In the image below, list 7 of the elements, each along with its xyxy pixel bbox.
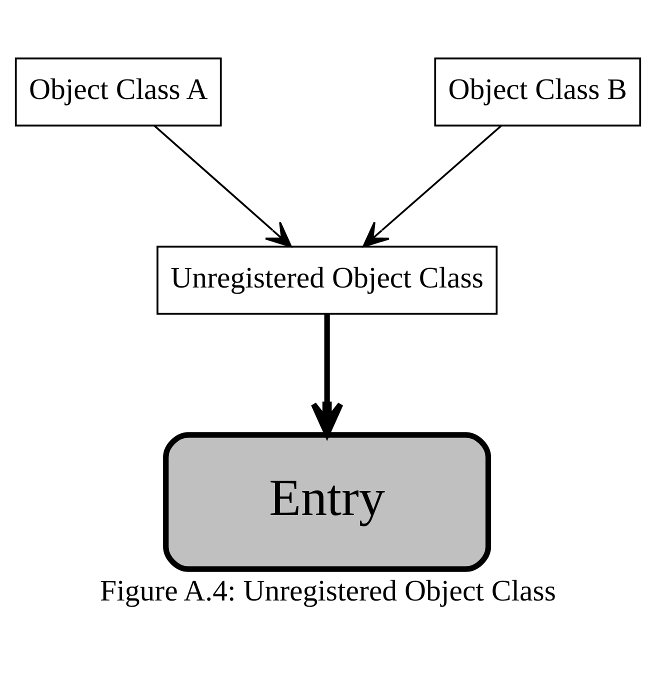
arrow: [154, 124, 292, 247]
caption: Figure A.4: Unregistered Object Class: [100, 574, 556, 607]
node-box: Object Class A: [14, 57, 222, 126]
node-box: Entry: [163, 432, 492, 572]
arrow: [362, 124, 502, 247]
node-box: Object Class B: [434, 57, 642, 126]
node-box: Unregistered Object Class: [156, 245, 498, 314]
